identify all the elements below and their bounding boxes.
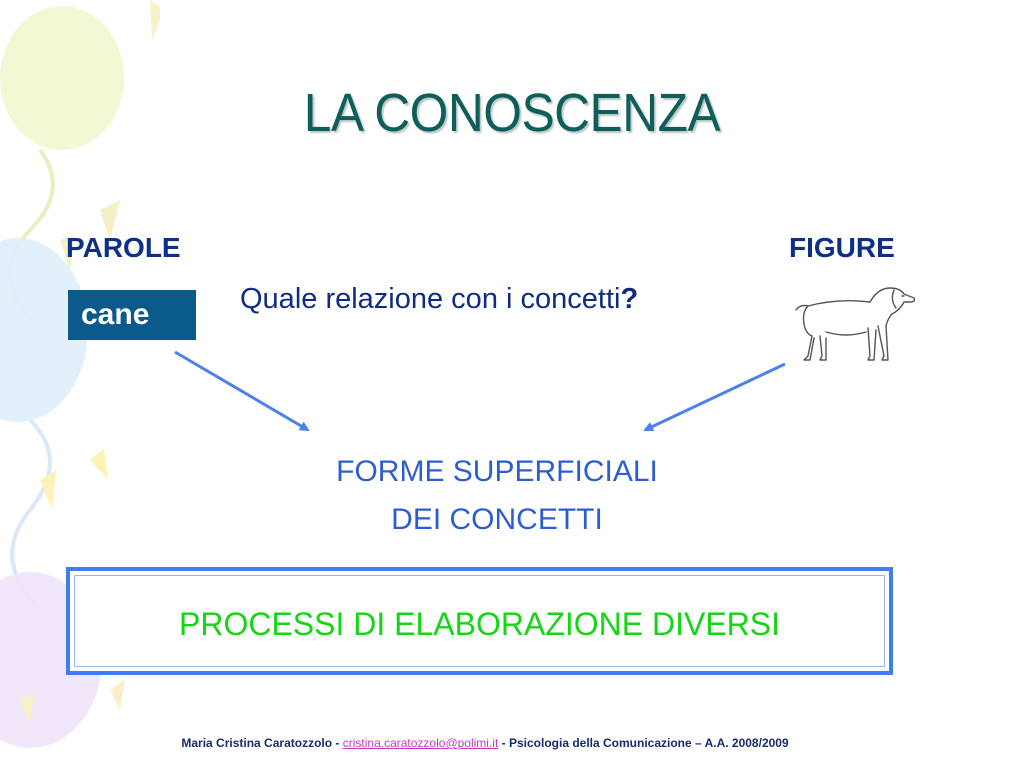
label-parole: PAROLE xyxy=(66,232,181,263)
question-text: Quale relazione con i concetti? xyxy=(240,283,638,316)
forme-superficiali: FORME SUPERFICIALI DEI CONCETTI xyxy=(0,448,994,544)
footer-email-link[interactable]: cristina.caratozzolo@polimi.it xyxy=(342,736,499,750)
footer-course: - Psicologia della Comunicazione – A.A. … xyxy=(498,736,789,750)
processi-text: PROCESSI DI ELABORAZIONE DIVERSI xyxy=(178,606,781,642)
arrow-left xyxy=(174,350,310,432)
word-box-label: cane xyxy=(81,298,150,331)
forme-line-2: DEI CONCETTI xyxy=(391,503,603,536)
label-figure: FIGURE xyxy=(789,232,895,263)
arrow-right xyxy=(643,362,786,432)
word-box-cane: cane xyxy=(68,290,196,340)
footer: Maria Cristina Caratozzolo - cristina.ca… xyxy=(0,736,970,750)
slide-title: LA CONOSCENZA xyxy=(303,83,721,143)
forme-line-1: FORME SUPERFICIALI xyxy=(336,455,658,488)
question-body: Quale relazione con i concetti xyxy=(240,283,621,315)
footer-author: Maria Cristina Caratozzolo - xyxy=(181,736,343,750)
dog-illustration xyxy=(795,287,916,361)
processi-box: PROCESSI DI ELABORAZIONE DIVERSI xyxy=(66,567,893,675)
question-mark: ? xyxy=(620,283,639,315)
